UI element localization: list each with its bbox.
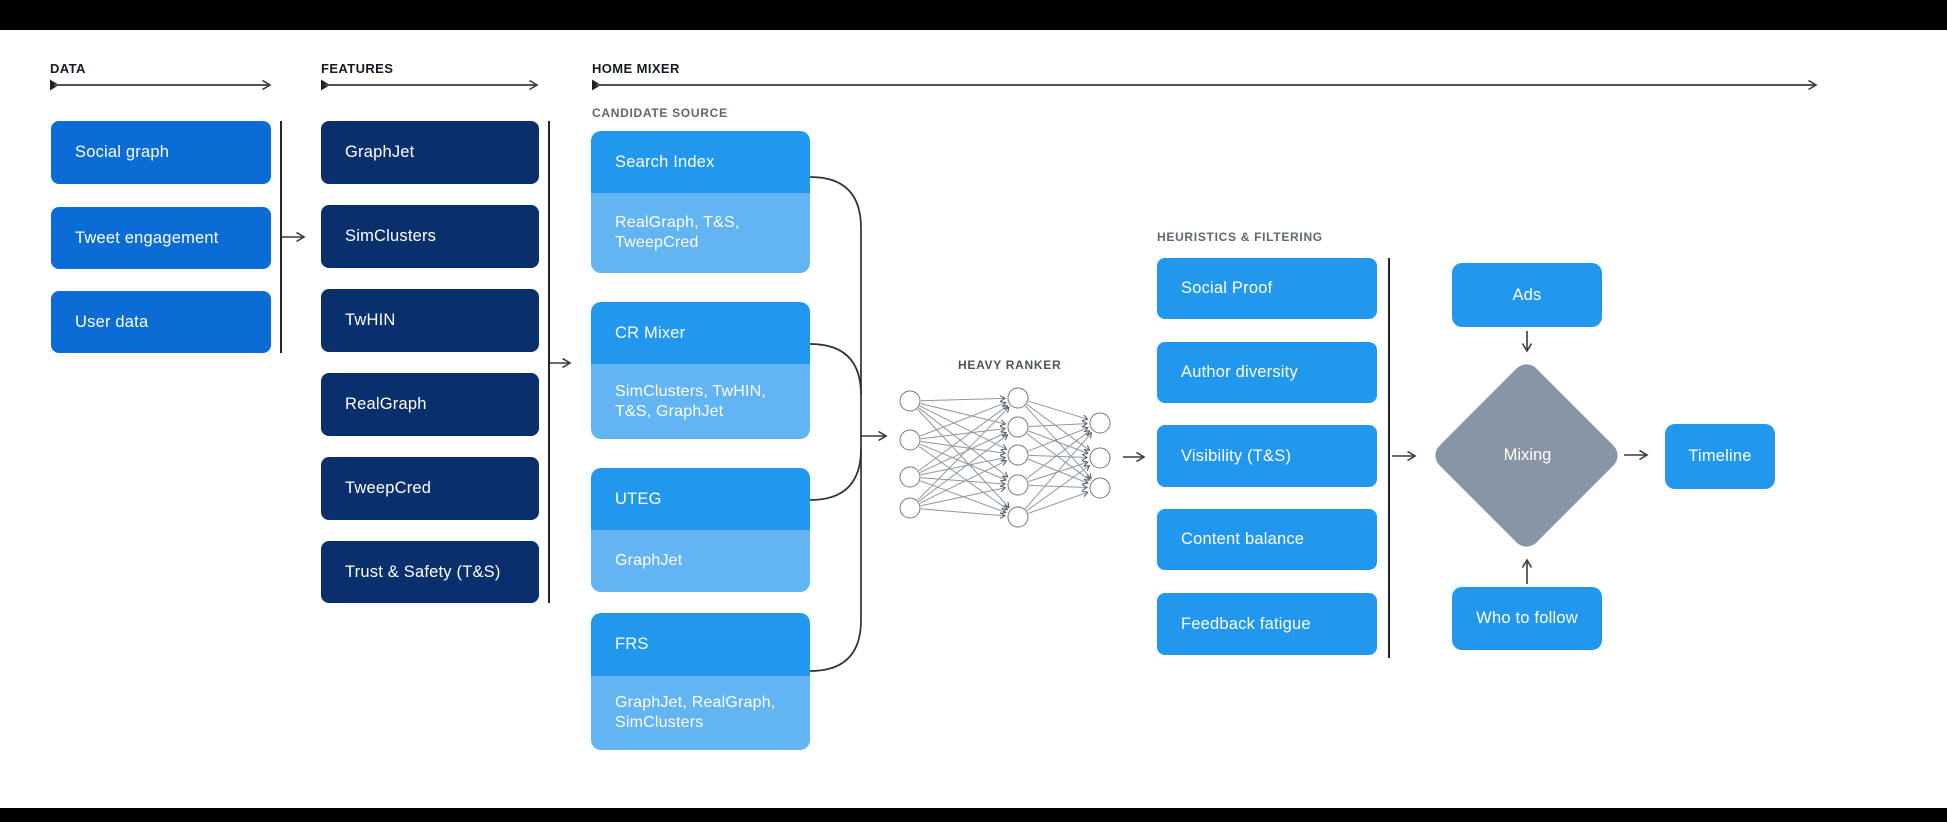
heavy-ranker-network: [899, 387, 1111, 528]
candidate-name: Search Index: [591, 131, 810, 193]
section-arrows: [50, 79, 1816, 91]
heuristic-box-visibility: Visibility (T&S): [1157, 425, 1377, 487]
candidate-group-cr-mixer: CR Mixer SimClusters, TwHIN, T&S, GraphJ…: [591, 302, 810, 439]
data-box-social-graph: Social graph: [51, 121, 271, 184]
connector-search-index: [809, 176, 862, 229]
who-to-follow-box: Who to follow: [1452, 587, 1602, 650]
bottom-letterbox-bar: [0, 808, 1947, 822]
ads-box: Ads: [1452, 263, 1602, 327]
candidate-features: RealGraph, T&S, TweepCred: [591, 193, 810, 273]
feature-box-realgraph: RealGraph: [321, 373, 539, 436]
candidate-group-search-index: Search Index RealGraph, T&S, TweepCred: [591, 131, 810, 273]
candidate-features: SimClusters, TwHIN, T&S, GraphJet: [591, 364, 810, 439]
candidate-group-uteg: UTEG GraphJet: [591, 468, 810, 592]
section-header-data: DATA: [50, 61, 86, 76]
candidate-connectors: [809, 176, 862, 672]
data-box-tweet-engagement: Tweet engagement: [51, 207, 271, 269]
heuristic-box-author-diversity: Author diversity: [1157, 342, 1377, 403]
label-candidate-source: CANDIDATE SOURCE: [592, 106, 728, 120]
feature-box-simclusters: SimClusters: [321, 205, 539, 268]
feature-box-tweepcred: TweepCred: [321, 457, 539, 520]
candidate-name: CR Mixer: [591, 302, 810, 364]
section-header-features: FEATURES: [321, 61, 394, 76]
feature-box-twhin: TwHIN: [321, 289, 539, 352]
candidate-name: UTEG: [591, 468, 810, 530]
connector-frs: [809, 619, 862, 672]
feature-box-graphjet: GraphJet: [321, 121, 539, 184]
connector-uteg: [809, 448, 862, 501]
feature-box-trust-safety: Trust & Safety (T&S): [321, 541, 539, 603]
section-header-home-mixer: HOME MIXER: [592, 61, 680, 76]
heuristic-box-social-proof: Social Proof: [1157, 258, 1377, 319]
timeline-box: Timeline: [1665, 424, 1775, 489]
candidate-group-frs: FRS GraphJet, RealGraph, SimClusters: [591, 613, 810, 750]
data-box-user-data: User data: [51, 291, 271, 353]
label-heavy-ranker: HEAVY RANKER: [958, 358, 1062, 372]
heuristic-box-content-balance: Content balance: [1157, 509, 1377, 570]
candidate-features: GraphJet, RealGraph, SimClusters: [591, 676, 810, 750]
candidate-features: GraphJet: [591, 530, 810, 592]
top-letterbox-bar: [0, 0, 1947, 30]
flow-arrows: [282, 237, 1647, 584]
mixing-diamond-label: Mixing: [1503, 446, 1552, 464]
heuristic-box-feedback-fatigue: Feedback fatigue: [1157, 593, 1377, 655]
candidate-name: FRS: [591, 613, 810, 676]
label-heuristics-filtering: HEURISTICS & FILTERING: [1157, 230, 1323, 244]
connector-cr-mixer: [809, 343, 862, 396]
divider-lines: [280, 121, 1390, 658]
